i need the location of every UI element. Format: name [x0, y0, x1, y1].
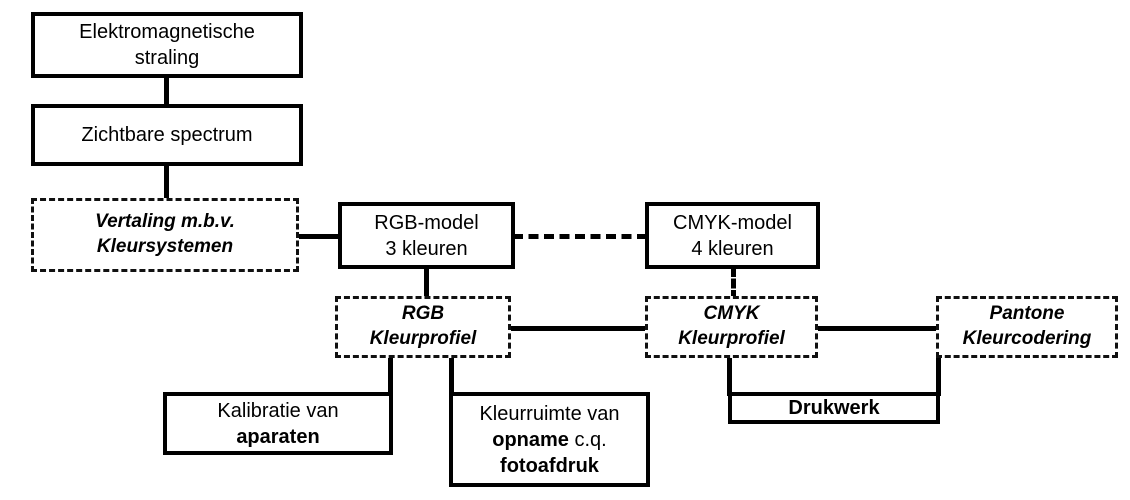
connector-rgb-model-to-rgb-profiel [424, 267, 429, 300]
node-label-line: Kleurruimte van [479, 402, 620, 425]
node-rgb-kleurprofiel[interactable]: RGB Kleurprofiel [335, 296, 511, 358]
connector-vertaling-to-rgb-model [296, 234, 342, 239]
node-kleurruimte-opname[interactable]: Kleurruimte van opname c.q. fotoafdruk [449, 392, 650, 487]
connector-rgb-profiel-to-kleurruimte [449, 356, 454, 396]
connector-straling-to-spectrum [164, 74, 169, 110]
node-label-line: RGB-model [374, 211, 479, 234]
connector-cmyk-model-to-cmyk-profiel [731, 267, 736, 300]
node-kalibratie-aparaten[interactable]: Kalibratie van aparaten [163, 392, 393, 455]
node-label-line: aparaten [236, 425, 320, 448]
connector-rgb-profiel-to-kalibratie [388, 356, 393, 396]
node-label-line: Zichtbare spectrum [81, 124, 253, 146]
connector-rgb-model-to-cmyk-model [513, 234, 647, 239]
node-label-line: Kleursystemen [96, 236, 234, 257]
connector-cmyk-profiel-to-pantone [814, 326, 942, 331]
node-cmyk-model[interactable]: CMYK-model 4 kleuren [645, 202, 820, 269]
node-label-line: Kleurprofiel [369, 328, 477, 349]
node-label-line: RGB [401, 303, 445, 325]
node-label-bold-part: opname [492, 428, 569, 451]
node-label-line: Vertaling m.b.v. [95, 211, 235, 233]
node-label-line: CMYK [703, 303, 760, 325]
connector-cmyk-profiel-to-drukwerk [727, 356, 732, 396]
node-elektromagnetische-straling[interactable]: Elektromagnetische straling [31, 12, 303, 78]
node-label-line: CMYK-model [673, 211, 792, 234]
node-pantone-kleurcodering[interactable]: Pantone Kleurcodering [936, 296, 1118, 358]
node-rgb-model[interactable]: RGB-model 3 kleuren [338, 202, 515, 269]
node-label-line-mixed: opname c.q. [492, 427, 607, 453]
node-label-line: Kleurprofiel [678, 328, 785, 349]
connector-pantone-to-drukwerk [936, 356, 941, 396]
node-drukwerk[interactable]: Drukwerk [728, 392, 940, 424]
node-label-line: fotoafdruk [500, 454, 599, 477]
node-label-line: straling [134, 47, 200, 69]
node-label-line: 4 kleuren [691, 237, 774, 260]
node-label-line: Kalibratie van [217, 399, 339, 422]
node-cmyk-kleurprofiel[interactable]: CMYK Kleurprofiel [645, 296, 818, 358]
node-label-line: 3 kleuren [385, 237, 468, 260]
connector-spectrum-to-vertaling [164, 164, 169, 202]
node-vertaling-kleursystemen[interactable]: Vertaling m.b.v. Kleursystemen [31, 198, 299, 272]
node-label-line: Pantone [989, 303, 1065, 325]
node-label-regular-part: c.q. [574, 428, 607, 451]
node-zichtbare-spectrum[interactable]: Zichtbare spectrum [31, 104, 303, 166]
node-label-line: Drukwerk [788, 397, 880, 419]
connector-rgb-profiel-to-cmyk-profiel [506, 326, 651, 331]
node-label-line: Kleurcodering [962, 328, 1092, 349]
node-label-line: Elektromagnetische [79, 21, 255, 43]
